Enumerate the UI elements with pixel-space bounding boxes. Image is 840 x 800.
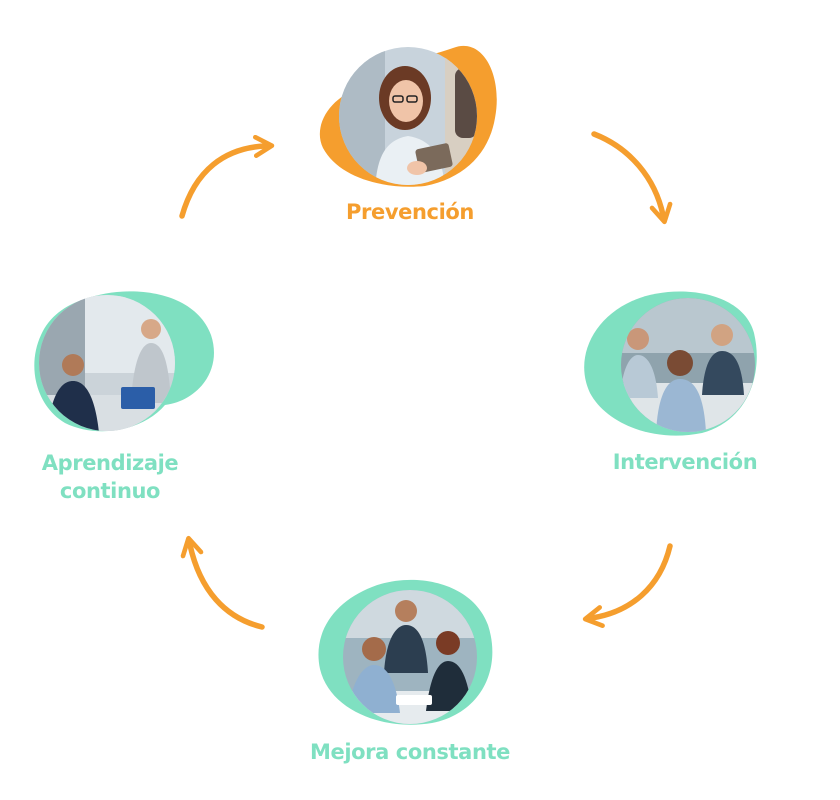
- arrow-bottom-right: [582, 543, 673, 628]
- office-discussion-photo: [34, 291, 214, 432]
- label-intervencion: Intervención: [590, 448, 780, 476]
- label-mejora-text: Mejora constante: [310, 740, 510, 764]
- woman-with-tablet-photo: [319, 45, 497, 187]
- step-prevencion: [305, 28, 505, 198]
- arrow-top-right: [591, 131, 673, 225]
- label-aprendizaje-line1: Aprendizaje: [41, 451, 179, 475]
- label-prevencion-text: Prevención: [346, 200, 474, 224]
- label-aprendizaje: Aprendizaje continuo: [10, 449, 210, 505]
- label-intervencion-text: Intervención: [612, 450, 758, 474]
- team-meeting-photo: [584, 291, 757, 436]
- label-aprendizaje-line2: continuo: [59, 479, 161, 503]
- step-intervencion: [572, 283, 772, 443]
- step-aprendizaje: [25, 283, 225, 443]
- arrow-top-left: [179, 134, 275, 219]
- arrow-bottom-left: [180, 535, 265, 630]
- step-mejora: [312, 573, 502, 733]
- label-prevencion: Prevención: [300, 198, 520, 226]
- label-mejora: Mejora constante: [290, 738, 530, 766]
- colleagues-reviewing-documents-photo: [318, 579, 493, 725]
